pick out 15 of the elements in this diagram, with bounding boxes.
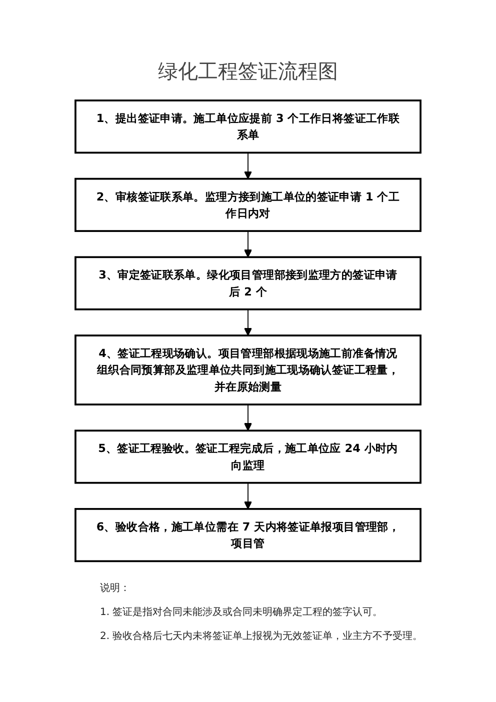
- arrow: [244, 230, 252, 258]
- node-box: 4、签证工程现场确认。项目管理部根据现场施工前准备情况组织合同预算部及监理单位共同到施工现场确认签证工程量，并在原始测量: [74, 334, 422, 406]
- node-box: 3、审定签证联系单。绿化项目管理部接到监理方的签证申请后 2 个: [74, 256, 422, 310]
- note-text: 2. 验收合格后七天内未将签证单上报视为无效签证单，业主方不予受理。: [100, 630, 424, 643]
- note-text: 说明：: [100, 582, 131, 595]
- arrow: [244, 404, 252, 431]
- node-box: 5、签证工程验收。签证工程完成后，施工单位应 24 小时内向监理: [74, 430, 422, 484]
- node-box: 2、审核签证联系单。监理方接到施工单位的签证申请 1 个工作日内对: [74, 178, 422, 232]
- diagram-title: 绿化工程签证流程图: [157, 58, 339, 85]
- node-box: 1、提出签证申请。施工单位应提前 3 个工作日将签证工作联系单: [74, 100, 422, 154]
- arrow: [244, 152, 252, 180]
- arrow: [244, 482, 252, 510]
- note-text: 1. 签证是指对合同未能涉及或合同未明确界定工程的签字认可。: [100, 606, 384, 619]
- node-box: 6、验收合格，施工单位需在 7 天内将签证单报项目管理部，项目管: [74, 508, 422, 562]
- arrow: [244, 308, 252, 336]
